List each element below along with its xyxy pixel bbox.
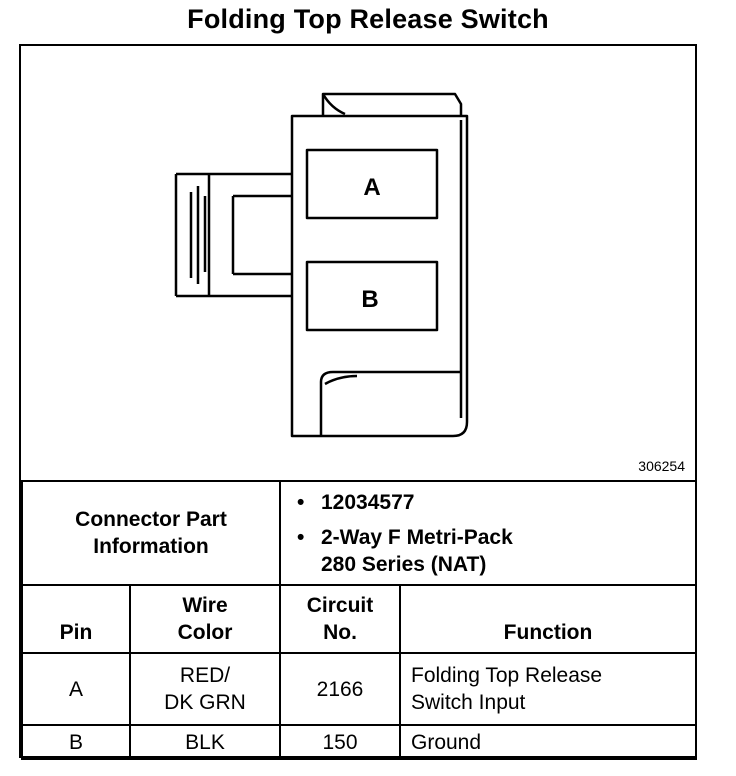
connector-type-item: • 2-Way F Metri-Pack 280 Series (NAT): [297, 525, 513, 576]
connector-info-values: • 12034577 • 2-Way F Metri-Pack 280 Seri…: [279, 480, 697, 586]
table-row: B BLK 150 Ground: [21, 724, 697, 760]
row-b-color: BLK: [129, 724, 281, 760]
figure-number: 306254: [638, 458, 685, 474]
part-number-item: • 12034577: [297, 490, 415, 514]
page-title: Folding Top Release Switch: [187, 4, 549, 34]
row-a-pin: A: [21, 652, 131, 726]
row-a-color: RED/ DK GRN: [129, 652, 281, 726]
bottom-latch: [319, 370, 461, 436]
connector-info-label: Connector Part Information: [21, 480, 281, 586]
connector-table: Connector Part Information • 12034577 • …: [21, 480, 697, 760]
cavity-b: [305, 260, 439, 332]
row-b-pin: B: [21, 724, 131, 760]
row-a-circuit: 2166: [279, 652, 401, 726]
connector-body: [290, 114, 469, 438]
connector-info-label-line1: Connector Part: [75, 508, 227, 531]
pin-label-a: A: [363, 174, 380, 201]
header-pin: Pin: [21, 584, 131, 654]
cavity-a: [305, 148, 439, 220]
header-row: Pin Wire Color Circuit No. Function: [21, 584, 697, 654]
pin-label-b: B: [361, 286, 378, 313]
connector-drawing: A B: [174, 92, 469, 438]
row-b-function: Ground: [399, 724, 697, 760]
header-circuit: Circuit No.: [279, 584, 401, 654]
connector-info-row: Connector Part Information • 12034577 • …: [21, 480, 697, 586]
row-a-function: Folding Top Release Switch Input: [399, 652, 697, 726]
top-latch: [321, 92, 463, 116]
row-b-circuit: 150: [279, 724, 401, 760]
diagram-frame: A B 306254 Connector Part Information • …: [19, 44, 697, 760]
header-function: Function: [399, 584, 697, 654]
connector-info-label-line2: Information: [93, 535, 209, 558]
table-row: A RED/ DK GRN 2166 Folding Top Release S…: [21, 652, 697, 726]
header-wire-color: Wire Color: [129, 584, 281, 654]
connector-diagram: A B 306254: [21, 46, 695, 480]
